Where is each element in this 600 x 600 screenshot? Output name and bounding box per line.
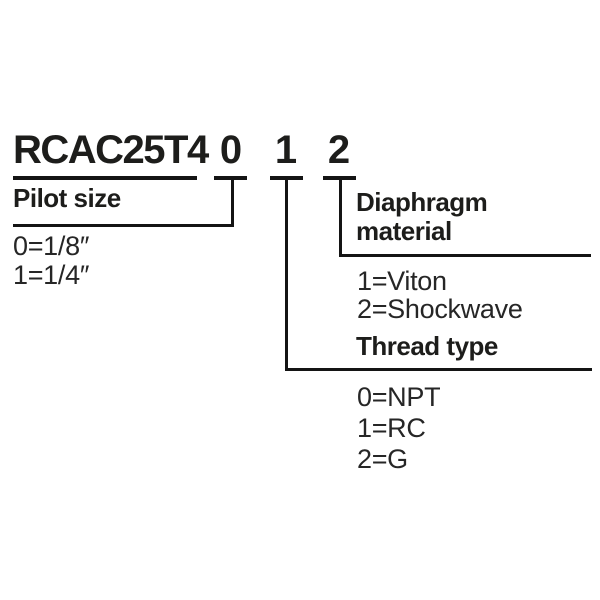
model-code-digit-diaphragm: 2 xyxy=(327,128,351,172)
model-code-underline xyxy=(13,176,197,180)
digit-1-connector xyxy=(285,178,288,371)
model-code-base: RCAC25T4 xyxy=(13,128,209,172)
pilot-size-title: Pilot size xyxy=(13,183,121,213)
pilot-size-option: 0=1/8″ xyxy=(13,231,90,261)
digit-0-tick xyxy=(214,176,247,180)
pilot-size-rule xyxy=(13,224,234,227)
thread-type-rule xyxy=(285,368,592,371)
thread-type-option: 0=NPT xyxy=(357,382,441,412)
diaphragm-material-title: Diaphragm material xyxy=(356,187,488,246)
diaphragm-material-title-line1: Diaphragm xyxy=(356,187,488,217)
pilot-size-option: 1=1/4″ xyxy=(13,260,90,290)
digit-2-connector xyxy=(339,178,342,257)
digit-0-connector xyxy=(231,178,234,227)
thread-type-option: 1=RC xyxy=(357,413,426,443)
diaphragm-material-rule xyxy=(339,254,591,257)
thread-type-title: Thread type xyxy=(356,331,498,361)
thread-type-option: 2=G xyxy=(357,444,408,474)
diaphragm-material-option: 2=Shockwave xyxy=(357,294,523,324)
model-code-digit-thread: 1 xyxy=(274,128,298,172)
diaphragm-material-option: 1=Viton xyxy=(357,266,447,296)
diaphragm-material-title-line2: material xyxy=(356,216,452,246)
model-code-digit-pilot: 0 xyxy=(219,128,243,172)
